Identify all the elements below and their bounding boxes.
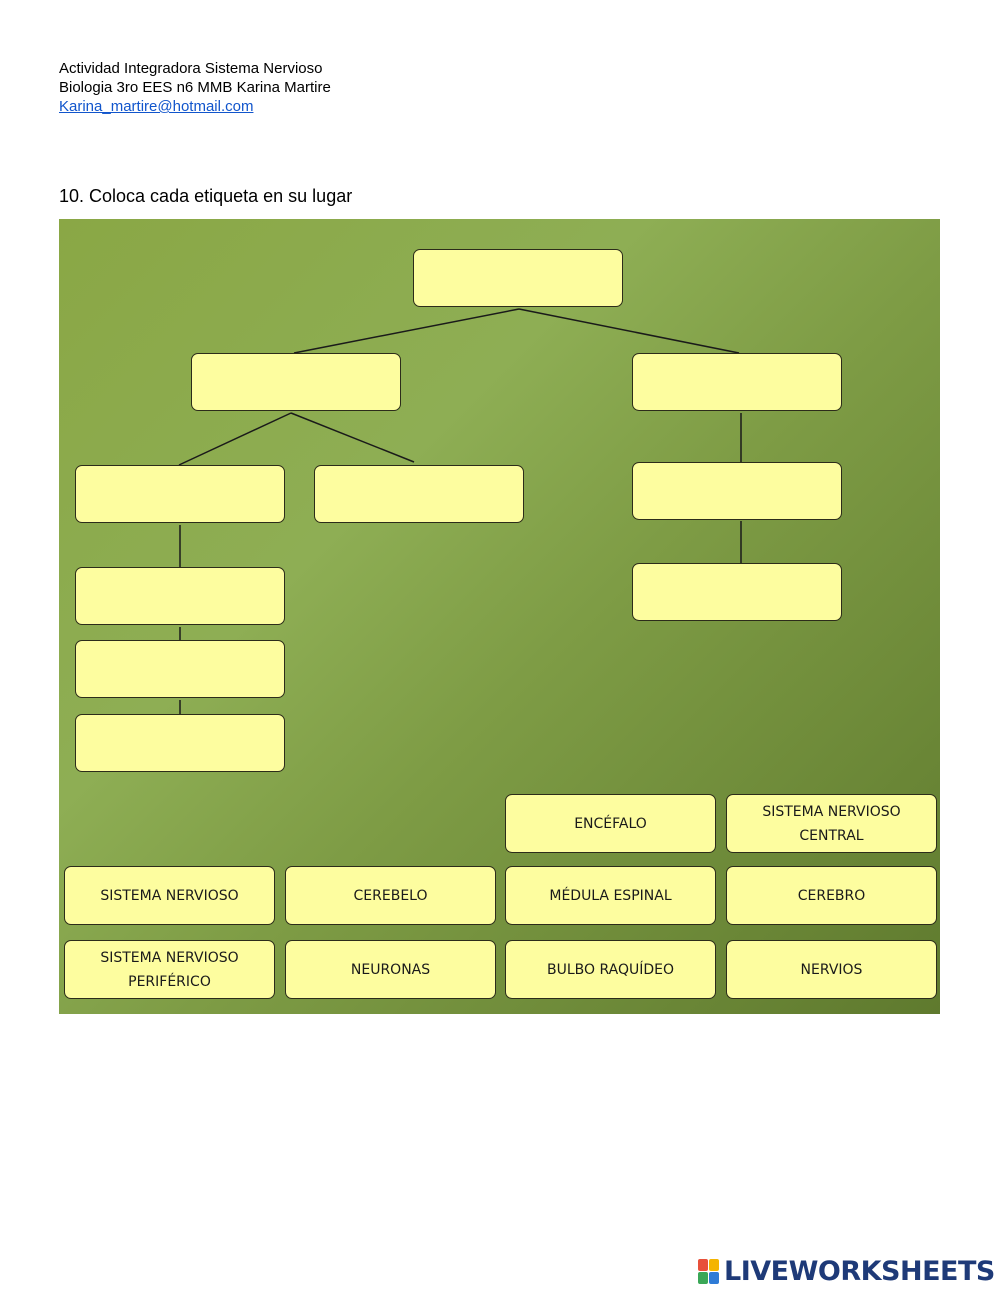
label-text: SISTEMA NERVIOSO	[100, 949, 239, 966]
label-cerebro[interactable]: CEREBRO	[726, 866, 937, 925]
label-bulbo-raquideo[interactable]: BULBO RAQUÍDEO	[505, 940, 716, 999]
label-sistema-nervioso-central[interactable]: SISTEMA NERVIOSO CENTRAL	[726, 794, 937, 853]
label-text: NERVIOS	[800, 961, 863, 978]
connector-line	[293, 308, 520, 354]
label-text: NEURONAS	[350, 961, 431, 978]
course-info: Biologia 3ro EES n6 MMB Karina Martire	[59, 79, 331, 96]
drop-slot-left-a-1[interactable]	[75, 567, 285, 625]
drop-slot-left-a-3[interactable]	[75, 714, 285, 772]
author-email-link[interactable]: Karina_martire@hotmail.com	[59, 98, 254, 115]
liveworksheets-logo: LIVEWORKSHEETS	[698, 1256, 995, 1287]
label-text: CEREBELO	[353, 887, 428, 904]
connector-line	[518, 308, 740, 354]
activity-title: Actividad Integradora Sistema Nervioso	[59, 60, 323, 77]
concept-map-board: ENCÉFALO SISTEMA NERVIOSO CENTRAL SISTEM…	[59, 219, 940, 1014]
label-nervios[interactable]: NERVIOS	[726, 940, 937, 999]
liveworksheets-logo-icon	[698, 1258, 720, 1285]
drop-slot-left-a[interactable]	[75, 465, 285, 523]
label-medula-espinal[interactable]: MÉDULA ESPINAL	[505, 866, 716, 925]
label-text: SISTEMA NERVIOSO	[762, 803, 901, 820]
drop-slot-left-a-2[interactable]	[75, 640, 285, 698]
connector-line	[290, 412, 415, 463]
drop-slot-root[interactable]	[413, 249, 623, 307]
question-text: 10. Coloca cada etiqueta en su lugar	[59, 186, 353, 206]
drop-slot-right-b[interactable]	[632, 563, 842, 621]
drop-slot-left-b[interactable]	[314, 465, 524, 523]
label-text: ENCÉFALO	[574, 815, 647, 832]
connector-line	[178, 412, 292, 466]
label-text: CEREBRO	[797, 887, 866, 904]
drop-slot-left[interactable]	[191, 353, 401, 411]
worksheet-header: Actividad Integradora Sistema Nervioso B…	[59, 59, 331, 116]
label-text: MÉDULA ESPINAL	[549, 887, 672, 904]
label-sistema-nervioso-periferico[interactable]: SISTEMA NERVIOSO PERIFÉRICO	[64, 940, 275, 999]
label-text: SISTEMA NERVIOSO	[100, 887, 239, 904]
label-cerebelo[interactable]: CEREBELO	[285, 866, 496, 925]
label-neuronas[interactable]: NEURONAS	[285, 940, 496, 999]
label-text: BULBO RAQUÍDEO	[546, 961, 674, 978]
connector-lines	[178, 308, 742, 714]
drop-slot-right-a[interactable]	[632, 462, 842, 520]
drop-slot-right[interactable]	[632, 353, 842, 411]
label-sistema-nervioso[interactable]: SISTEMA NERVIOSO	[64, 866, 275, 925]
label-encefalo[interactable]: ENCÉFALO	[505, 794, 716, 853]
label-text: PERIFÉRICO	[128, 973, 211, 990]
label-text: CENTRAL	[799, 827, 864, 844]
liveworksheets-logo-text: LIVEWORKSHEETS	[724, 1256, 995, 1287]
